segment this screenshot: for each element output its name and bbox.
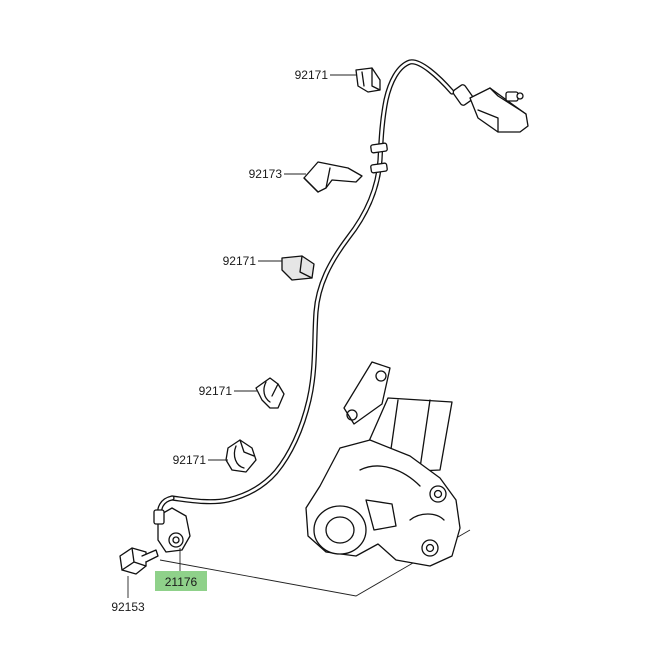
clip-bottom — [225, 439, 257, 473]
wheel-sensor — [153, 507, 191, 553]
clip-lower — [255, 377, 285, 409]
label-92171-top: 92171 — [295, 68, 329, 82]
sensor-cable — [156, 59, 455, 521]
label-92171-bottom: 92171 — [173, 453, 207, 467]
clip-top — [355, 67, 381, 93]
label-92171-middle: 92171 — [223, 254, 257, 268]
leader-lines — [127, 74, 356, 598]
cable-connector — [452, 84, 529, 133]
clip-middle — [281, 255, 315, 281]
part-labels: 92171 92173 92171 92171 92171 92153 2117… — [111, 68, 328, 614]
clamp — [303, 161, 363, 193]
label-21176: 21176 — [165, 575, 198, 589]
label-92173: 92173 — [249, 167, 283, 181]
highlight-box — [155, 571, 207, 591]
label-92153: 92153 — [111, 600, 145, 614]
fork-leg — [159, 361, 471, 597]
label-92171-lower: 92171 — [199, 384, 233, 398]
bolt — [119, 547, 159, 575]
